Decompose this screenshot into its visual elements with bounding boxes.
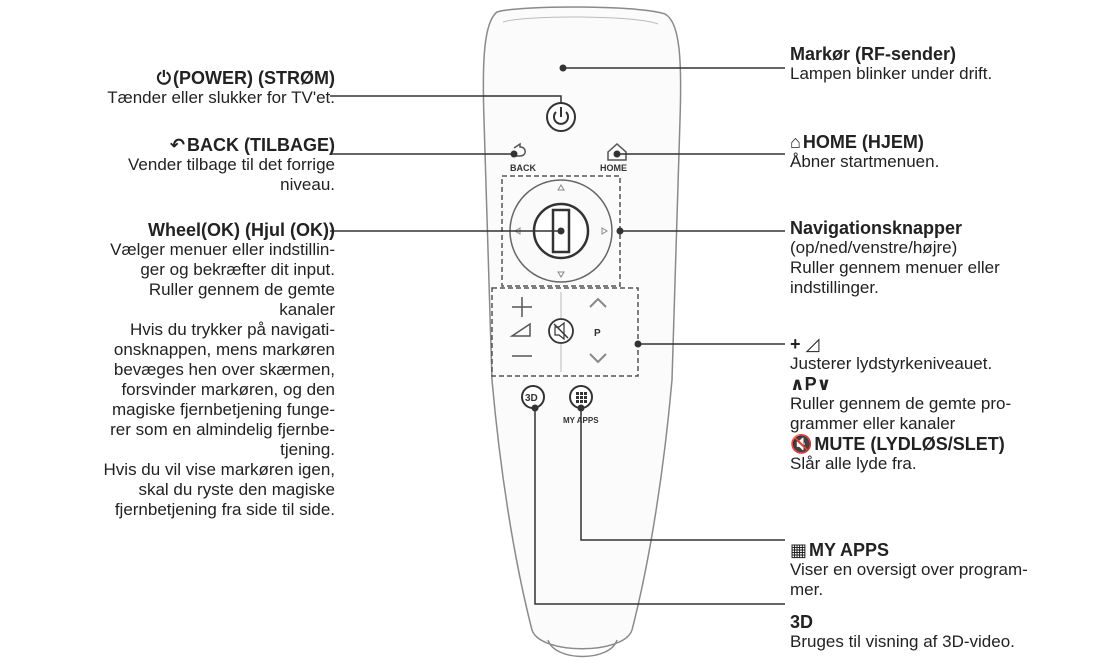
nav-callout: Navigationsknapper (op/ned/venstre/højre… — [790, 218, 1110, 298]
power-icon: ⏻ — [156, 68, 172, 88]
program-up-button[interactable] — [589, 297, 607, 308]
back-heading: ↶BACK (TILBAGE) — [169, 135, 335, 155]
wheel-description-line: bevæges hen over skærmen, — [113, 360, 335, 379]
wheel-description-line: forsvinder markøren, og den — [121, 380, 335, 399]
wheel-description-line: magiske fjernbetjening funge- — [111, 400, 335, 419]
leader-dot-threed — [531, 404, 539, 412]
program-label: P — [594, 328, 601, 339]
back-callout: ↶BACK (TILBAGE) Vender tilbage til det f… — [5, 135, 335, 195]
leader-dot-volume — [634, 340, 642, 348]
grid-icon: ▦ — [790, 540, 808, 560]
back-arrow-icon: ↶ — [169, 135, 186, 155]
leader-dot-back — [510, 150, 518, 158]
leader-threed — [534, 408, 785, 605]
home-icon: ⌂ — [790, 132, 801, 152]
wheel-description-line: skal du ryste den magiske — [138, 480, 335, 499]
myapps-description-line-2: mer. — [790, 580, 824, 599]
leader-dot-home — [613, 150, 621, 158]
myapps-callout: ▦MY APPS Viser en oversigt over program-… — [790, 540, 1110, 600]
wheel-description-line: Ruller gennem de gemte — [148, 280, 335, 299]
home-button-label: HOME — [600, 163, 627, 173]
leader-dot-wheel — [557, 227, 565, 235]
nav-up-arrow[interactable] — [557, 184, 565, 191]
volume-up-button[interactable] — [512, 297, 532, 317]
nav-description-line-2: Ruller gennem menuer eller — [790, 258, 1000, 277]
wheel-description-line: onsknappen, mens markøren — [113, 340, 335, 359]
leader-dot-myapps — [577, 404, 585, 412]
power-description: Tænder eller slukker for TV'et. — [107, 88, 335, 107]
nav-description-line-1: (op/ned/venstre/højre) — [790, 238, 958, 257]
remote-body-inner-edge — [502, 16, 659, 25]
volume-icon — [509, 322, 531, 337]
program-description-line-1: Ruller gennem de gemte pro- — [790, 394, 1012, 413]
mute-icon: 🔇 — [790, 434, 813, 454]
leader-dot-nav — [616, 227, 624, 235]
wheel-description-line: ger og bekræfter dit input. — [140, 260, 335, 279]
caret-down-icon: ∨ — [816, 374, 832, 394]
volume-callout: + ◿ Justerer lydstyrkeniveauet. ∧P∨ Rull… — [790, 334, 1110, 474]
home-callout: ⌂HOME (HJEM) Åbner startmenuen. — [790, 132, 1110, 172]
wheel-description-line: fjernbetjening fra side til side. — [114, 500, 335, 519]
wheel-description-line: rer som en almindelig fjernbe- — [110, 420, 335, 439]
wheel-description-line: tjening. — [280, 440, 335, 459]
marker-heading: Markør (RF-sender) — [790, 44, 957, 64]
mute-icon — [554, 321, 565, 341]
wheel-callout: Wheel(OK) (Hjul (OK)) Vælger menuer elle… — [5, 220, 335, 520]
remote-body — [482, 6, 682, 650]
nav-description-line-3: indstillinger. — [790, 278, 879, 297]
threed-button-label: 3D — [525, 393, 538, 404]
volume-icon: ◿ — [805, 334, 820, 354]
remote-tail — [547, 639, 618, 658]
wheel-description-line: kanaler — [279, 300, 335, 319]
home-heading: ⌂HOME (HJEM) — [790, 132, 924, 152]
volume-dashed-box — [491, 287, 639, 377]
threed-heading: 3D — [790, 612, 814, 632]
myapps-description-line-1: Viser en oversigt over program- — [790, 560, 1028, 579]
wheel-description-line: Hvis du vil vise markøren igen, — [103, 460, 335, 479]
nav-right-arrow[interactable] — [601, 227, 608, 235]
back-button-label: BACK — [510, 163, 536, 173]
power-callout: ⏻(POWER) (STRØM) Tænder eller slukker fo… — [5, 68, 335, 108]
back-description-line-1: Vender tilbage til det forrige — [128, 155, 335, 174]
marker-callout: Markør (RF-sender) Lampen blinker under … — [790, 44, 1110, 84]
threed-callout: 3D Bruges til visning af 3D-video. — [790, 612, 1110, 652]
leader-myapps — [580, 408, 785, 541]
home-description: Åbner startmenuen. — [790, 152, 940, 171]
leader-dot-marker — [559, 64, 567, 72]
nav-heading: Navigationsknapper — [790, 218, 963, 238]
back-description-line-2: niveau. — [280, 175, 335, 194]
threed-description: Bruges til visning af 3D-video. — [790, 632, 1015, 651]
mute-description: Slår alle lyde fra. — [790, 454, 917, 473]
volume-heading: + ◿ — [790, 334, 820, 354]
wheel-heading: Wheel(OK) (Hjul (OK)) — [148, 220, 335, 240]
mute-icon-slash — [553, 323, 569, 339]
program-description-line-2: grammer eller kanaler — [790, 414, 956, 433]
nav-down-arrow[interactable] — [557, 271, 565, 278]
volume-description: Justerer lydstyrkeniveauet. — [790, 354, 993, 373]
mute-heading: 🔇MUTE (LYDLØS/SLET) — [790, 434, 1005, 454]
wheel-description-line: Vælger menuer eller indstillin- — [110, 240, 335, 259]
myapps-grid-icon — [576, 392, 587, 403]
home-button-icon[interactable] — [607, 142, 627, 161]
wheel-description-line: Hvis du trykker på navigati- — [129, 320, 335, 339]
leader-power — [330, 95, 562, 103]
program-down-button[interactable] — [589, 353, 607, 364]
marker-description: Lampen blinker under drift. — [790, 64, 993, 83]
caret-up-icon: ∧ — [790, 374, 805, 394]
myapps-heading: ▦MY APPS — [790, 540, 890, 560]
power-button-icon — [553, 111, 569, 125]
back-button-icon[interactable] — [513, 142, 526, 157]
power-heading: ⏻(POWER) (STRØM) — [156, 68, 335, 88]
program-heading: ∧P∨ — [790, 374, 832, 394]
